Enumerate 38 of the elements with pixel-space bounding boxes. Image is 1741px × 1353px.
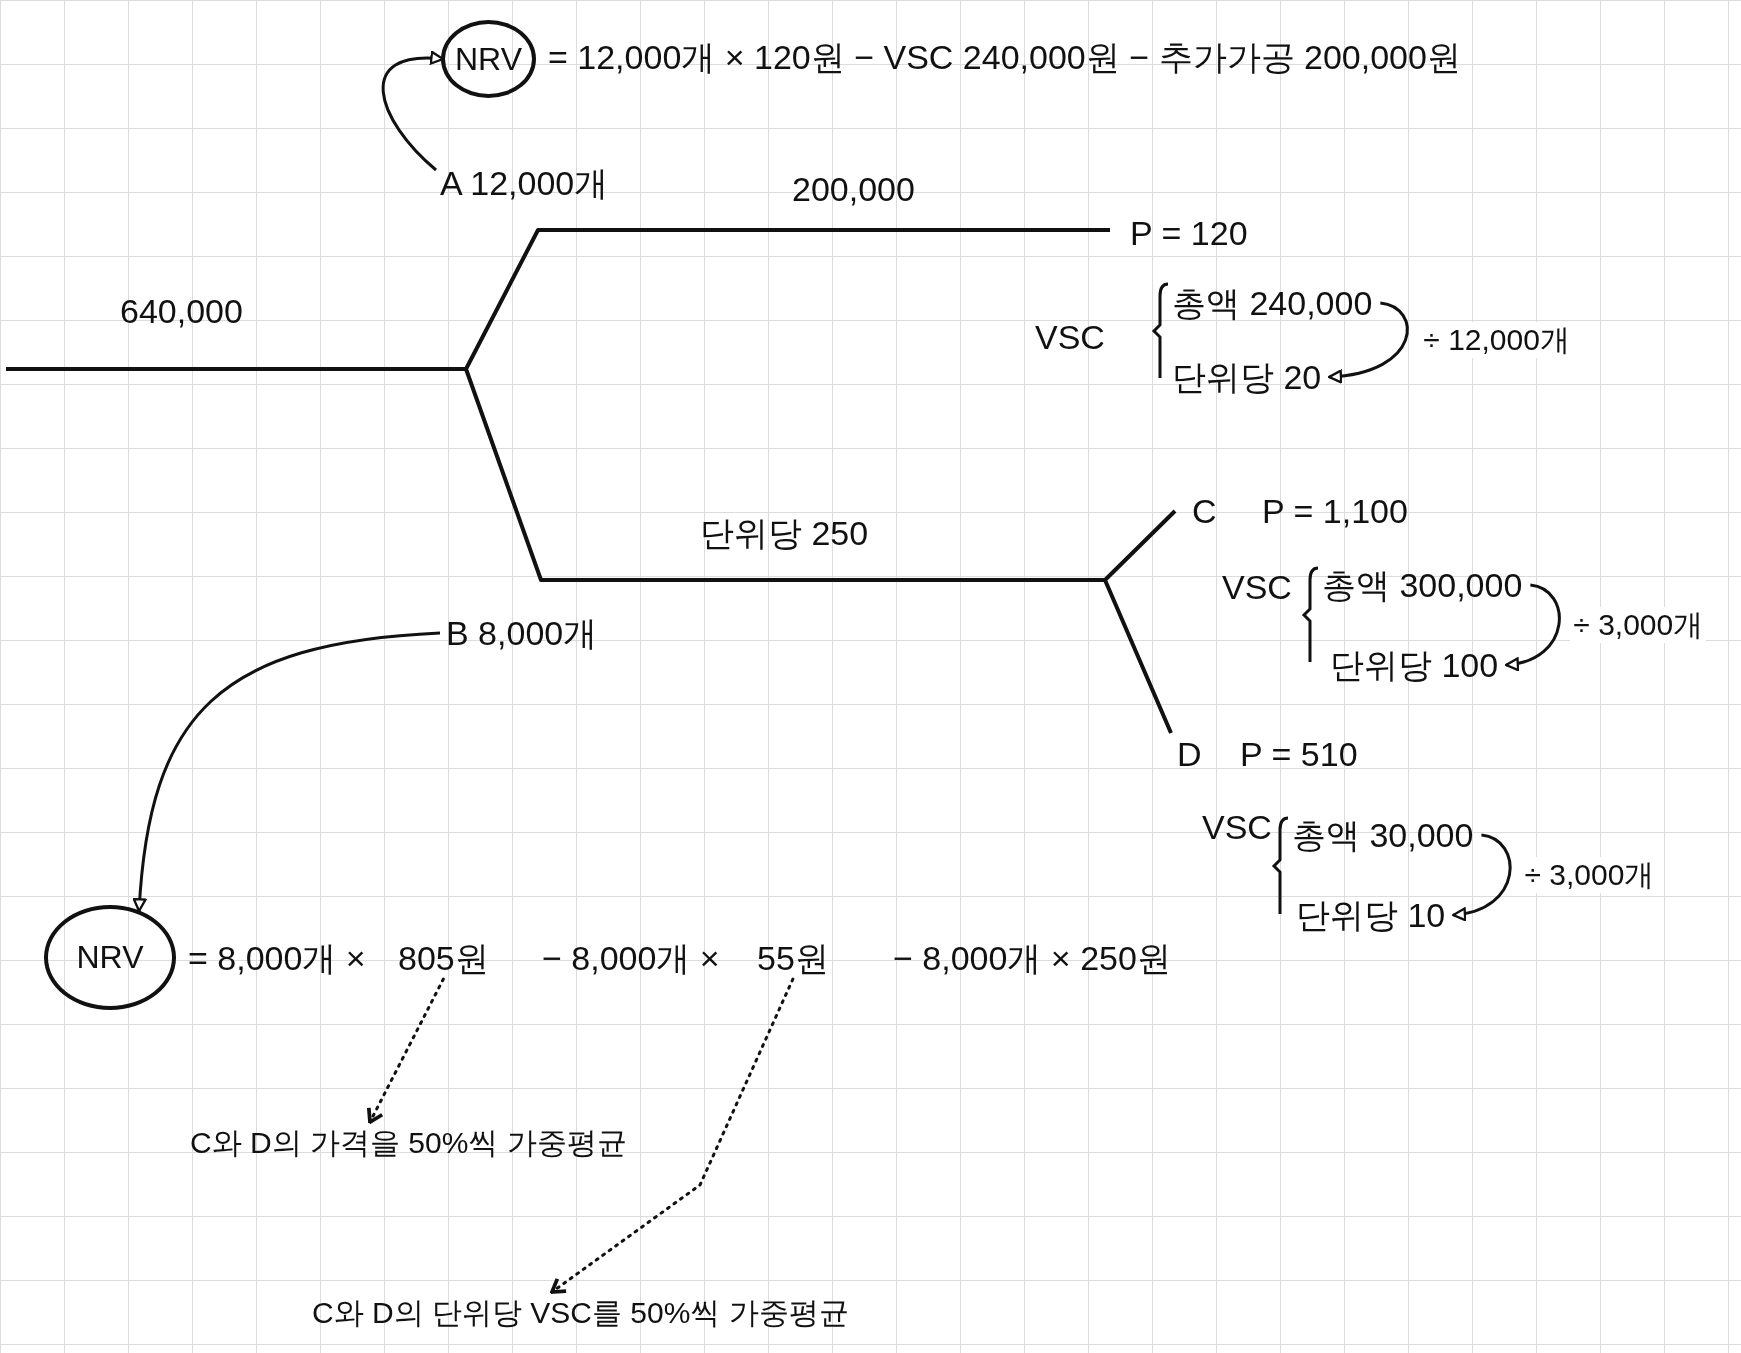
leader-line	[366, 977, 445, 1124]
formula-text: 총액 30,000	[1292, 814, 1474, 856]
arrow	[1505, 583, 1561, 671]
formula-text: 55원	[757, 937, 829, 979]
circle-label: NRV	[76, 939, 144, 976]
formula-text: 단위당 100	[1330, 644, 1499, 686]
formula-text: A 12,000개	[440, 162, 609, 204]
formula-text: P = 1,100	[1262, 491, 1408, 532]
formula-text: VSC	[1222, 567, 1292, 608]
formula-text: C	[1192, 491, 1217, 532]
note-text: C와 D의 단위당 VSC를 50%씩 가중평균	[312, 1292, 849, 1334]
formula-text: D	[1177, 734, 1202, 775]
formula-text: − 8,000개 × 250원	[893, 938, 1171, 979]
nrv-circle	[441, 20, 536, 98]
edge-label: ÷ 3,000개	[1570, 607, 1707, 643]
formula-text: B 8,000개	[446, 612, 598, 654]
arrow	[1328, 301, 1409, 383]
arrow	[133, 631, 441, 913]
formula-text: 단위당 250	[700, 513, 869, 554]
formula-text: − 8,000개 ×	[542, 938, 720, 979]
formula-text: VSC	[1035, 317, 1105, 358]
formula-text: 단위당 10	[1296, 894, 1446, 936]
formula-text: 805원	[398, 937, 489, 979]
arrow	[1452, 833, 1512, 921]
formula-text: P = 510	[1240, 734, 1358, 775]
leader-line	[550, 977, 795, 1294]
formula-text: = 12,000개 × 120원 − VSC 240,000원 − 추가가공 200,000원	[548, 37, 1461, 78]
nrv-circle	[44, 905, 176, 1010]
formula-text: VSC	[1202, 807, 1272, 848]
note-text: C와 D의 가격을 50%씩 가중평균	[190, 1122, 627, 1164]
circle-label: NRV	[455, 40, 522, 78]
formula-text: 640,000	[120, 291, 243, 332]
formula-text: 총액 240,000	[1172, 282, 1373, 324]
formula-text: P = 120	[1130, 213, 1248, 254]
formula-text: 200,000	[792, 169, 915, 210]
formula-text: 총액 300,000	[1322, 564, 1523, 606]
formula-text: 단위당 20	[1172, 356, 1322, 398]
formula-text: = 8,000개 ×	[188, 938, 366, 979]
